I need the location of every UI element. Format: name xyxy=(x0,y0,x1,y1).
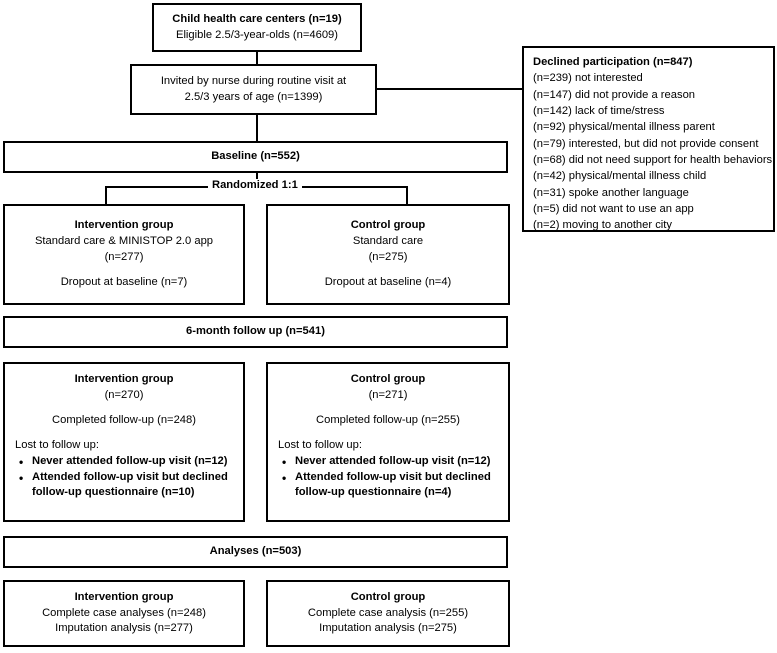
baseline-box: Baseline (n=552) xyxy=(3,141,508,173)
connector-enrollment-to-invited xyxy=(256,52,258,64)
intervention-followup-completed: Completed follow-up (n=248) xyxy=(52,413,196,426)
intervention-baseline-box: Intervention group Standard care & MINIS… xyxy=(3,204,245,305)
control-baseline-line1: Standard care xyxy=(352,235,424,248)
intervention-baseline-title: Intervention group xyxy=(74,219,174,232)
list-item: Attended follow-up visit but declined fo… xyxy=(19,470,233,502)
spacer xyxy=(278,429,498,438)
control-followup-n: (n=271) xyxy=(368,388,408,401)
control-baseline-title: Control group xyxy=(350,219,426,232)
connector-randomized-to-control xyxy=(406,186,408,204)
declined-reason: (n=5) did not want to use an app xyxy=(533,203,694,216)
declined-reason: (n=147) did not provide a reason xyxy=(533,88,696,101)
control-followup-title: Control group xyxy=(350,373,426,385)
declined-reason: (n=79) interested, but did not provide c… xyxy=(533,137,759,150)
control-lost-list: Never attended follow-up visit (n=12) At… xyxy=(278,454,498,502)
control-followup-box: Control group (n=271) Completed follow-u… xyxy=(266,362,510,522)
spacer xyxy=(15,404,233,413)
spacer xyxy=(13,266,235,275)
declined-reason: (n=142) lack of time/stress xyxy=(533,105,665,118)
followup-box: 6-month follow up (n=541) xyxy=(3,316,508,348)
connector-randomized-to-intervention xyxy=(105,186,107,204)
declined-box: Declined participation (n=847) (n=239) n… xyxy=(522,46,775,232)
declined-title: Declined participation (n=847) xyxy=(533,56,693,68)
enrollment-line1: Child health care centers (n=19) xyxy=(172,12,342,25)
control-imputation: Imputation analysis (n=275) xyxy=(319,622,457,635)
control-complete-case: Complete case analysis (n=255) xyxy=(307,606,469,619)
intervention-complete-case: Complete case analyses (n=248) xyxy=(42,606,206,619)
declined-reason: (n=239) not interested xyxy=(533,72,643,85)
spacer xyxy=(278,404,498,413)
control-baseline-line2: (n=275) xyxy=(368,251,408,263)
declined-reason: (n=92) physical/mental illness parent xyxy=(533,121,715,134)
enrollment-box: Child health care centers (n=19) Eligibl… xyxy=(152,3,362,52)
declined-reason-list: (n=239) not interested (n=147) did not p… xyxy=(533,70,773,233)
intervention-lost-list: Never attended follow-up visit (n=12) At… xyxy=(15,454,233,502)
randomized-label: Randomized 1:1 xyxy=(208,179,302,191)
intervention-imputation: Imputation analysis (n=277) xyxy=(55,622,193,635)
followup-title: 6-month follow up (n=541) xyxy=(186,325,325,338)
declined-reason: (n=2) moving to another city xyxy=(533,219,672,232)
intervention-followup-box: Intervention group (n=270) Completed fol… xyxy=(3,362,245,522)
list-item: Never attended follow-up visit (n=12) xyxy=(19,454,233,471)
analyses-box: Analyses (n=503) xyxy=(3,536,508,568)
declined-reason: (n=42) physical/mental illness child xyxy=(533,170,707,183)
list-item: Attended follow-up visit but declined fo… xyxy=(282,470,498,502)
control-followup-completed: Completed follow-up (n=255) xyxy=(316,413,460,426)
intervention-baseline-dropout: Dropout at baseline (n=7) xyxy=(60,275,188,288)
invited-line1: Invited by nurse during routine visit at xyxy=(160,74,347,87)
intervention-baseline-line2: (n=277) xyxy=(104,251,144,263)
analyses-title: Analyses (n=503) xyxy=(209,545,302,558)
invited-line2: 2.5/3 years of age (n=1399) xyxy=(184,90,323,103)
spacer xyxy=(15,429,233,438)
intervention-followup-title: Intervention group xyxy=(74,373,174,385)
intervention-lost-label: Lost to follow up: xyxy=(15,438,99,451)
control-baseline-dropout: Dropout at baseline (n=4) xyxy=(324,275,452,288)
spacer xyxy=(276,266,500,275)
intervention-baseline-line1: Standard care & MINISTOP 2.0 app xyxy=(34,235,214,248)
connector-invited-to-declined xyxy=(377,88,522,90)
control-analyses-box: Control group Complete case analysis (n=… xyxy=(266,580,510,647)
list-item: Never attended follow-up visit (n=12) xyxy=(282,454,498,471)
enrollment-line2: Eligible 2.5/3-year-olds (n=4609) xyxy=(175,28,338,41)
control-analyses-title: Control group xyxy=(350,590,426,603)
intervention-analyses-box: Intervention group Complete case analyse… xyxy=(3,580,245,647)
intervention-followup-n: (n=270) xyxy=(104,388,144,401)
declined-reason: (n=31) spoke another language xyxy=(533,186,689,199)
intervention-analyses-title: Intervention group xyxy=(74,590,174,603)
control-baseline-box: Control group Standard care (n=275) Drop… xyxy=(266,204,510,305)
connector-invited-to-baseline xyxy=(256,115,258,141)
control-lost-label: Lost to follow up: xyxy=(278,438,362,451)
invited-box: Invited by nurse during routine visit at… xyxy=(130,64,377,115)
baseline-title: Baseline (n=552) xyxy=(211,150,300,163)
declined-reason: (n=68) did not need support for health b… xyxy=(533,154,773,167)
